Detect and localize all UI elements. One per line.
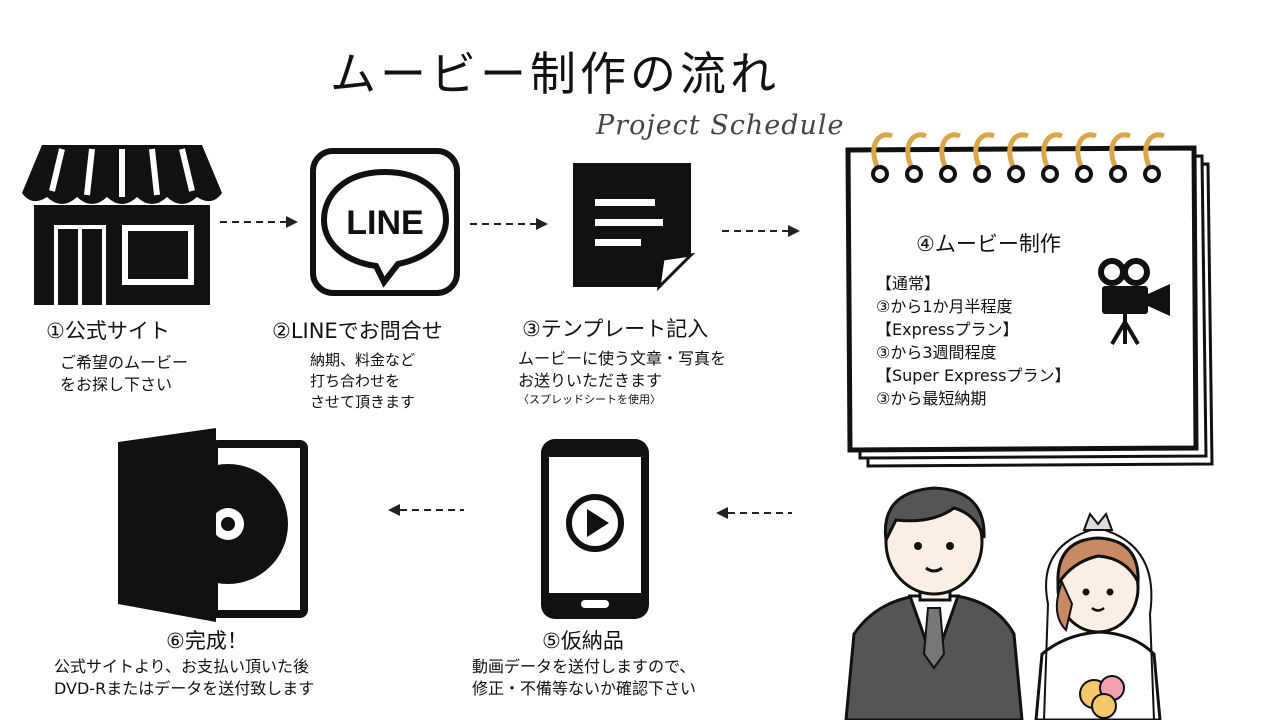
desc-line: 納期、料金など [310, 351, 416, 369]
step2-desc: 納期、料金など 打ち合わせを させて頂きます [310, 350, 415, 413]
plan-line: 【通常】 [876, 274, 941, 293]
bride [1034, 512, 1162, 720]
plan-line: ③から3週間程度 [876, 343, 997, 362]
desc-line: ご希望のムービー [60, 353, 189, 372]
document-icon [573, 163, 696, 292]
step1-desc: ご希望のムービー をお探し下さい [60, 352, 188, 396]
smartphone-play-icon [541, 439, 649, 619]
groom [844, 486, 1024, 720]
desc-line: 動画データを送付しますので、 [472, 657, 696, 676]
arrow-right-3 [722, 225, 800, 237]
step3-desc: ムービーに使う文章・写真を お送りいただきます 〈スプレッドシートを使用〉 [518, 348, 726, 408]
plan-line: 【Expressプラン】 [876, 320, 1019, 339]
store-icon [22, 145, 222, 305]
step4-label: ④ムービー制作 [916, 232, 1061, 256]
step2-label: ②LINEでお問合せ [272, 319, 443, 343]
page-subtitle: Project Schedule [596, 110, 845, 141]
page-title: ムービー制作の流れ [330, 47, 780, 101]
desc-line: をお探し下さい [60, 375, 173, 394]
desc-line: 修正・不備等ないか確認下さい [472, 679, 697, 698]
desc-line: DVD-Rまたはデータを送付致します [54, 679, 315, 698]
plan-line: 【Super Expressプラン】 [876, 366, 1071, 385]
step5-label: ⑤仮納品 [542, 629, 624, 653]
step1-label: ①公式サイト [46, 319, 170, 343]
plan-line: ③から最短納期 [876, 389, 987, 408]
desc-note: 〈スプレッドシートを使用〉 [518, 393, 661, 406]
step6-desc: 公式サイトより、お支払い頂いた後 DVD-Rまたはデータを送付致します [54, 656, 314, 700]
step3-label: ③テンプレート記入 [522, 317, 709, 341]
step4-plans: 【通常】 ③から1か月半程度 【Expressプラン】 ③から3週間程度 【Su… [876, 272, 1070, 410]
desc-line: 公式サイトより、お支払い頂いた後 [54, 657, 310, 676]
notebook-icon [845, 132, 1214, 468]
plan-line: ③から1か月半程度 [876, 297, 1013, 316]
arrow-right-1 [220, 216, 298, 228]
step5-desc: 動画データを送付しますので、 修正・不備等ないか確認下さい [472, 656, 696, 700]
arrow-left-2 [716, 507, 792, 519]
arrow-left-1 [388, 504, 464, 516]
desc-line: 打ち合わせを [310, 372, 401, 390]
desc-line: ムービーに使う文章・写真を [518, 349, 727, 368]
step6-label: ⑥完成！ [166, 629, 248, 653]
arrow-right-2 [470, 218, 548, 230]
line-icon-text: LINE [346, 204, 423, 242]
desc-line: お送りいただきます [518, 371, 663, 390]
dvd-case-icon [118, 428, 308, 622]
couple-illustration [844, 486, 1162, 720]
movie-camera-icon [1098, 258, 1170, 346]
line-chat-icon: LINE [310, 148, 460, 296]
desc-line: させて頂きます [310, 393, 416, 411]
